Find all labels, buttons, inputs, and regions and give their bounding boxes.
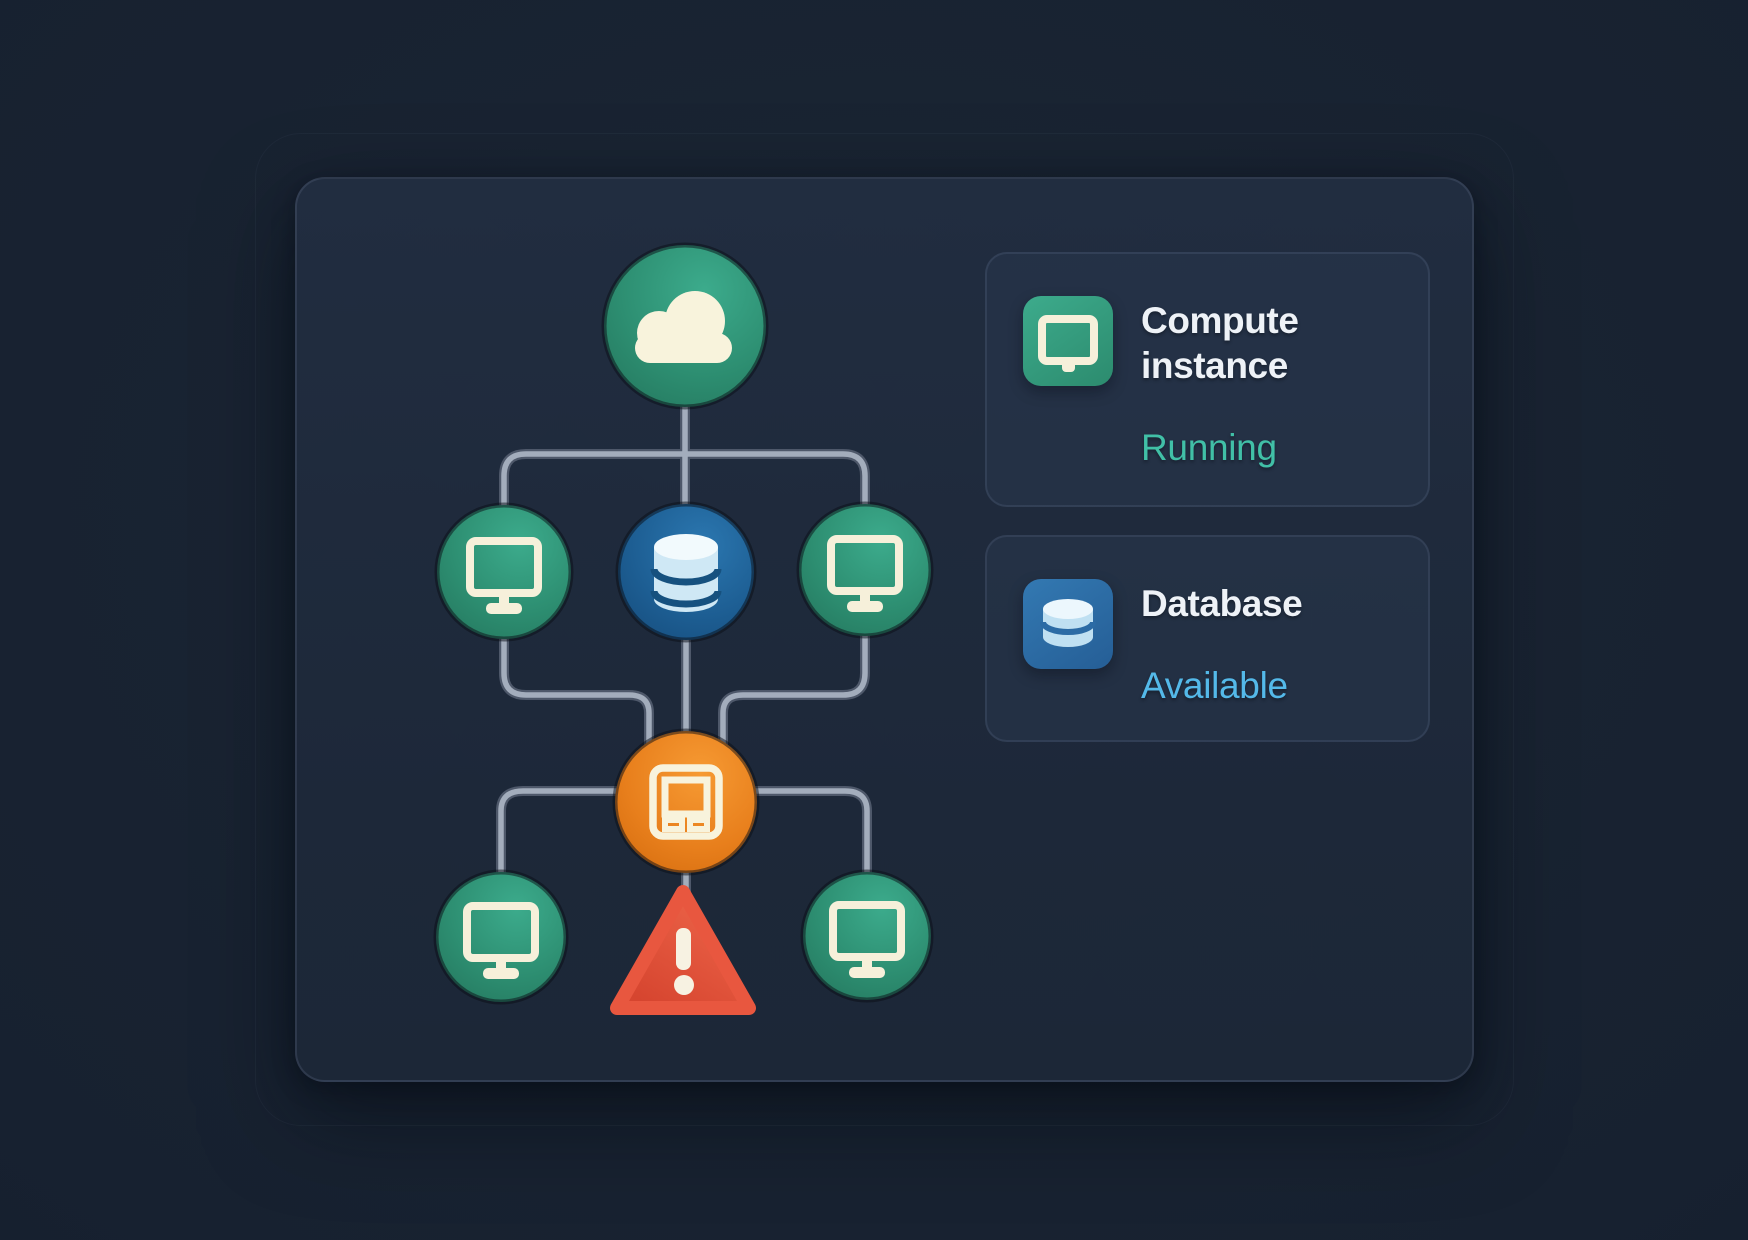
warning-node xyxy=(610,885,756,1015)
database-icon xyxy=(1023,579,1113,669)
database-node xyxy=(615,501,757,643)
monitor-icon xyxy=(827,535,903,612)
legend-card-title: Database xyxy=(1141,583,1303,624)
connector-lines xyxy=(498,402,870,904)
legend-card-compute-instance: Compute instance Running xyxy=(985,252,1430,507)
exclamation-bar xyxy=(676,928,691,970)
legend-card-title: Compute instance xyxy=(1141,300,1299,386)
cloud-icon xyxy=(635,291,732,363)
connector-compute1-to-server xyxy=(501,634,652,754)
database-cylinder-icon xyxy=(1040,599,1096,647)
compute-node-4 xyxy=(800,869,934,1003)
compute-node-2 xyxy=(796,501,934,639)
status-badge-available: Available xyxy=(1141,665,1288,706)
infrastructure-panel: Compute instance Running Database Availa… xyxy=(255,133,1514,1126)
exclamation-dot xyxy=(674,975,694,995)
cloud-node xyxy=(601,242,769,410)
status-badge-running: Running xyxy=(1141,427,1277,468)
connector-server-to-compute3 xyxy=(498,788,640,878)
compute-node-1 xyxy=(434,502,574,642)
monitor-icon xyxy=(466,537,542,614)
compute-node-3 xyxy=(433,869,569,1005)
compute-instance-icon xyxy=(1023,296,1113,386)
monitor-icon xyxy=(1038,315,1098,372)
server-node xyxy=(612,728,760,876)
monitor-icon xyxy=(829,901,905,978)
monitor-icon xyxy=(463,902,539,979)
server-icon xyxy=(649,764,723,840)
connector-tier1-rail xyxy=(501,451,868,512)
connector-server-to-compute4 xyxy=(734,788,870,877)
connector-compute2-to-server xyxy=(720,631,868,754)
legend-card-database: Database Available xyxy=(985,535,1430,742)
database-cylinder-icon xyxy=(650,534,722,612)
infrastructure-diagram xyxy=(433,242,934,1015)
